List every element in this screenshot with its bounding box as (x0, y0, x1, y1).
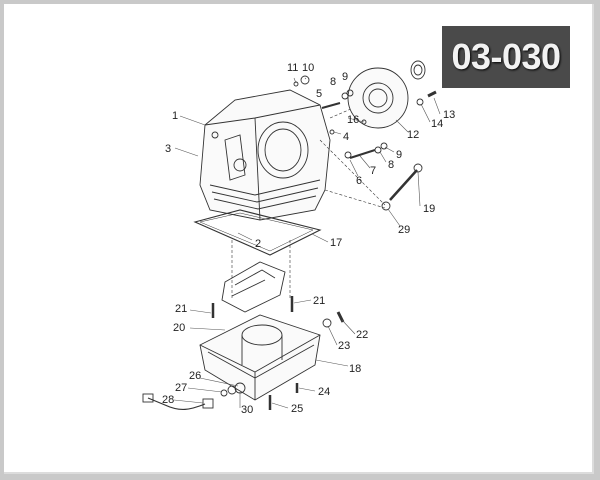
page-code-text: 03-030 (451, 36, 561, 77)
callout-21: 21 (175, 303, 187, 315)
callout-27: 27 (175, 382, 187, 394)
callout-17: 17 (330, 237, 342, 249)
callout-30: 30 (241, 404, 253, 416)
callout-20: 20 (173, 322, 185, 334)
callout-23: 23 (338, 340, 350, 352)
callout-22: 22 (356, 329, 368, 341)
callout-19: 19 (423, 203, 435, 215)
callout-29: 29 (398, 224, 410, 236)
oil-sump (199, 314, 321, 401)
callout-11: 11 (287, 62, 298, 74)
callout-10: 10 (302, 62, 314, 74)
callout-14: 14 (431, 118, 443, 130)
cover-12 (347, 67, 409, 129)
page-code-badge: 03-030 (442, 26, 570, 88)
callout-8b: 8 (388, 159, 394, 171)
callout-7: 7 (370, 165, 376, 177)
callout-8: 8 (330, 76, 336, 88)
gasket-17 (193, 209, 322, 256)
callout-26: 26 (189, 370, 201, 382)
callout-12: 12 (407, 129, 419, 141)
oil-pump-assembly (221, 261, 286, 313)
callout-5: 5 (316, 88, 322, 100)
callout-21b: 21 (313, 295, 325, 307)
callout-2: 2 (255, 238, 261, 250)
callout-24: 24 (318, 386, 330, 398)
callout-1: 1 (172, 110, 178, 122)
callout-25: 25 (291, 403, 303, 415)
callout-3: 3 (165, 143, 171, 155)
callout-28: 28 (162, 394, 174, 406)
callout-9: 9 (342, 71, 348, 83)
callout-16: 16 (347, 114, 359, 126)
callout-4: 4 (343, 131, 349, 143)
callout-9b: 9 (396, 149, 402, 161)
callout-18: 18 (349, 363, 361, 375)
crankcase-block (199, 89, 331, 221)
callout-labels: 1 2 3 4 5 6 7 8 8 9 9 10 11 12 13 14 16 … (162, 62, 455, 416)
callout-6: 6 (356, 175, 362, 187)
callout-13: 13 (443, 109, 455, 121)
